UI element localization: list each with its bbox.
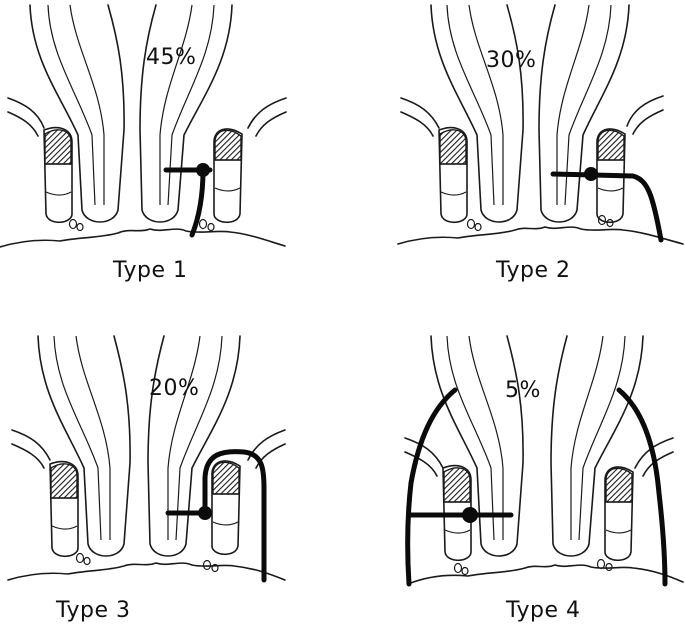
percentage-label: 20% (149, 376, 200, 401)
anal-gland (198, 218, 208, 230)
right-outer-wall (550, 335, 644, 557)
percentage-label: 45% (146, 45, 197, 70)
right-external-sphincter (211, 460, 241, 556)
anal-gland (68, 218, 78, 230)
fistula-tract (616, 387, 668, 587)
anal-gland (76, 222, 84, 232)
left-wall-layer (47, 4, 96, 206)
left-outer-wall (430, 4, 524, 223)
anal-canal-illustration-type-4 (404, 335, 684, 587)
panel-type-2: 30% Type 2 (343, 0, 685, 317)
skin-line (407, 564, 684, 585)
right-wall-layer (159, 4, 193, 205)
left-levator (7, 97, 45, 137)
left-levator (11, 429, 51, 469)
right-outer-wall (139, 4, 233, 223)
skin-line (397, 226, 684, 245)
right-levator (626, 95, 664, 135)
fistula-tract (202, 449, 267, 583)
internal-opening (198, 506, 212, 520)
type-label: Type 1 (113, 258, 188, 283)
type-label: Type 2 (496, 258, 571, 283)
left-external-sphincter (438, 126, 468, 224)
right-external-sphincter (596, 128, 626, 224)
fistula-tract (405, 387, 458, 587)
internal-opening (462, 507, 478, 523)
anal-canal-illustration-type-1 (0, 4, 287, 248)
left-levator (404, 437, 444, 477)
left-outer-wall (29, 4, 125, 223)
percentage-label: 5% (505, 378, 541, 403)
left-external-sphincter (442, 464, 472, 562)
left-outer-wall (37, 335, 131, 557)
internal-opening (196, 163, 210, 177)
anal-gland (207, 222, 215, 232)
right-levator (247, 429, 286, 469)
anal-canal-illustration-type-2 (397, 4, 684, 245)
type-label: Type 4 (506, 598, 581, 623)
anal-canal-illustration-type-3 (7, 335, 286, 583)
internal-opening (584, 167, 598, 181)
left-levator (400, 97, 440, 137)
right-external-sphincter (604, 466, 634, 562)
right-wall-layer (167, 4, 215, 206)
right-levator (247, 97, 287, 137)
panel-type-1: 45% Type 1 (0, 0, 342, 317)
fistula-tract (550, 171, 664, 243)
percentage-label: 30% (486, 48, 537, 73)
right-external-sphincter (213, 128, 243, 224)
right-outer-wall (538, 4, 630, 223)
skin-line (0, 228, 286, 248)
left-external-sphincter (43, 126, 73, 224)
skin-line (7, 562, 286, 581)
left-external-sphincter (49, 460, 79, 558)
type-label: Type 3 (56, 598, 131, 623)
panel-type-3: 20% Type 3 (0, 318, 342, 635)
left-wall-layer (69, 4, 105, 205)
fistula-tract (189, 167, 206, 238)
right-outer-wall (147, 335, 241, 557)
panel-type-4: 5% Type 4 (343, 318, 685, 635)
